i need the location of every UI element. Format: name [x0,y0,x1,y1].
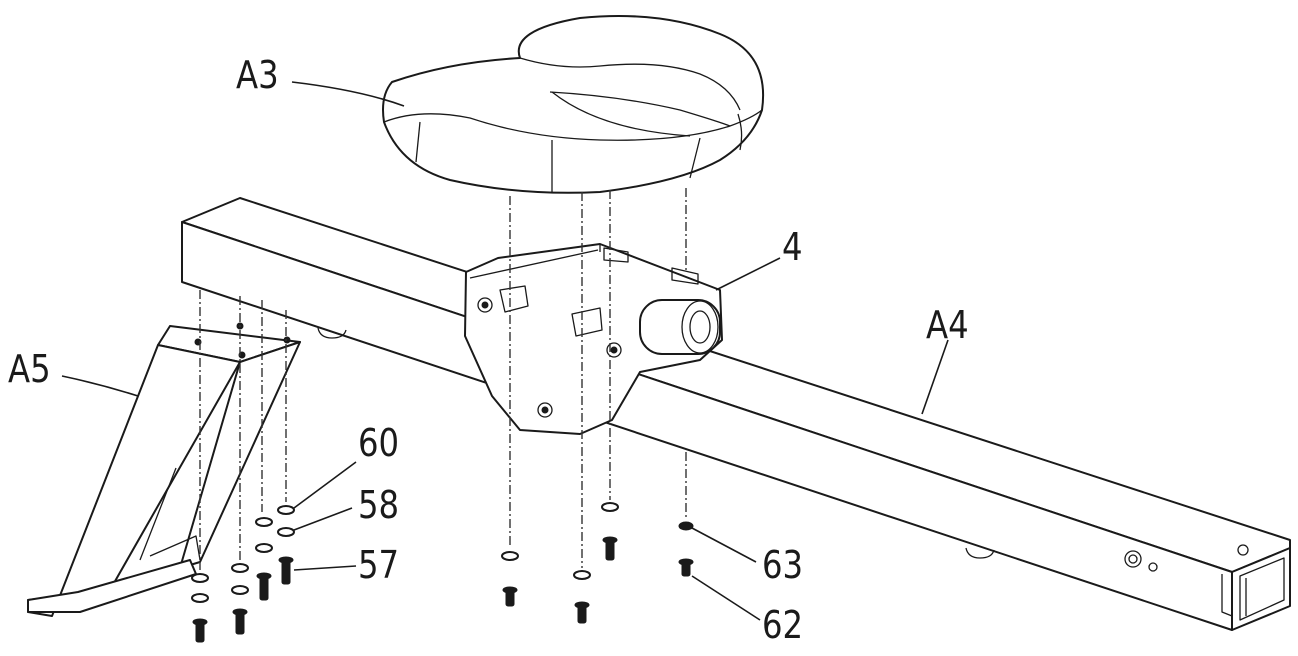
leader-62 [691,575,761,621]
label-part-57: 57 [358,543,400,587]
label-part-60: 60 [358,421,400,465]
leader-58 [293,507,353,531]
leader-lines [61,81,949,621]
label-part-63: 63 [762,543,804,587]
leader-4 [715,257,781,291]
leader-a3 [291,81,405,107]
label-part-4: 4 [782,225,803,269]
label-a4: A4 [926,303,969,347]
assembly-axes [199,188,687,570]
front-leg [27,322,301,617]
seat-cushion [382,15,764,194]
leader-a5 [61,375,139,397]
rail-tube [181,197,1291,631]
leader-a4 [921,339,949,415]
label-part-62: 62 [762,603,804,647]
leader-60 [293,461,357,509]
label-a5: A5 [8,347,51,391]
seat-carriage [464,243,723,435]
leader-63 [691,527,757,563]
label-a3: A3 [236,53,279,97]
fasteners [191,502,694,643]
label-part-58: 58 [358,483,400,527]
leader-57 [293,565,357,571]
